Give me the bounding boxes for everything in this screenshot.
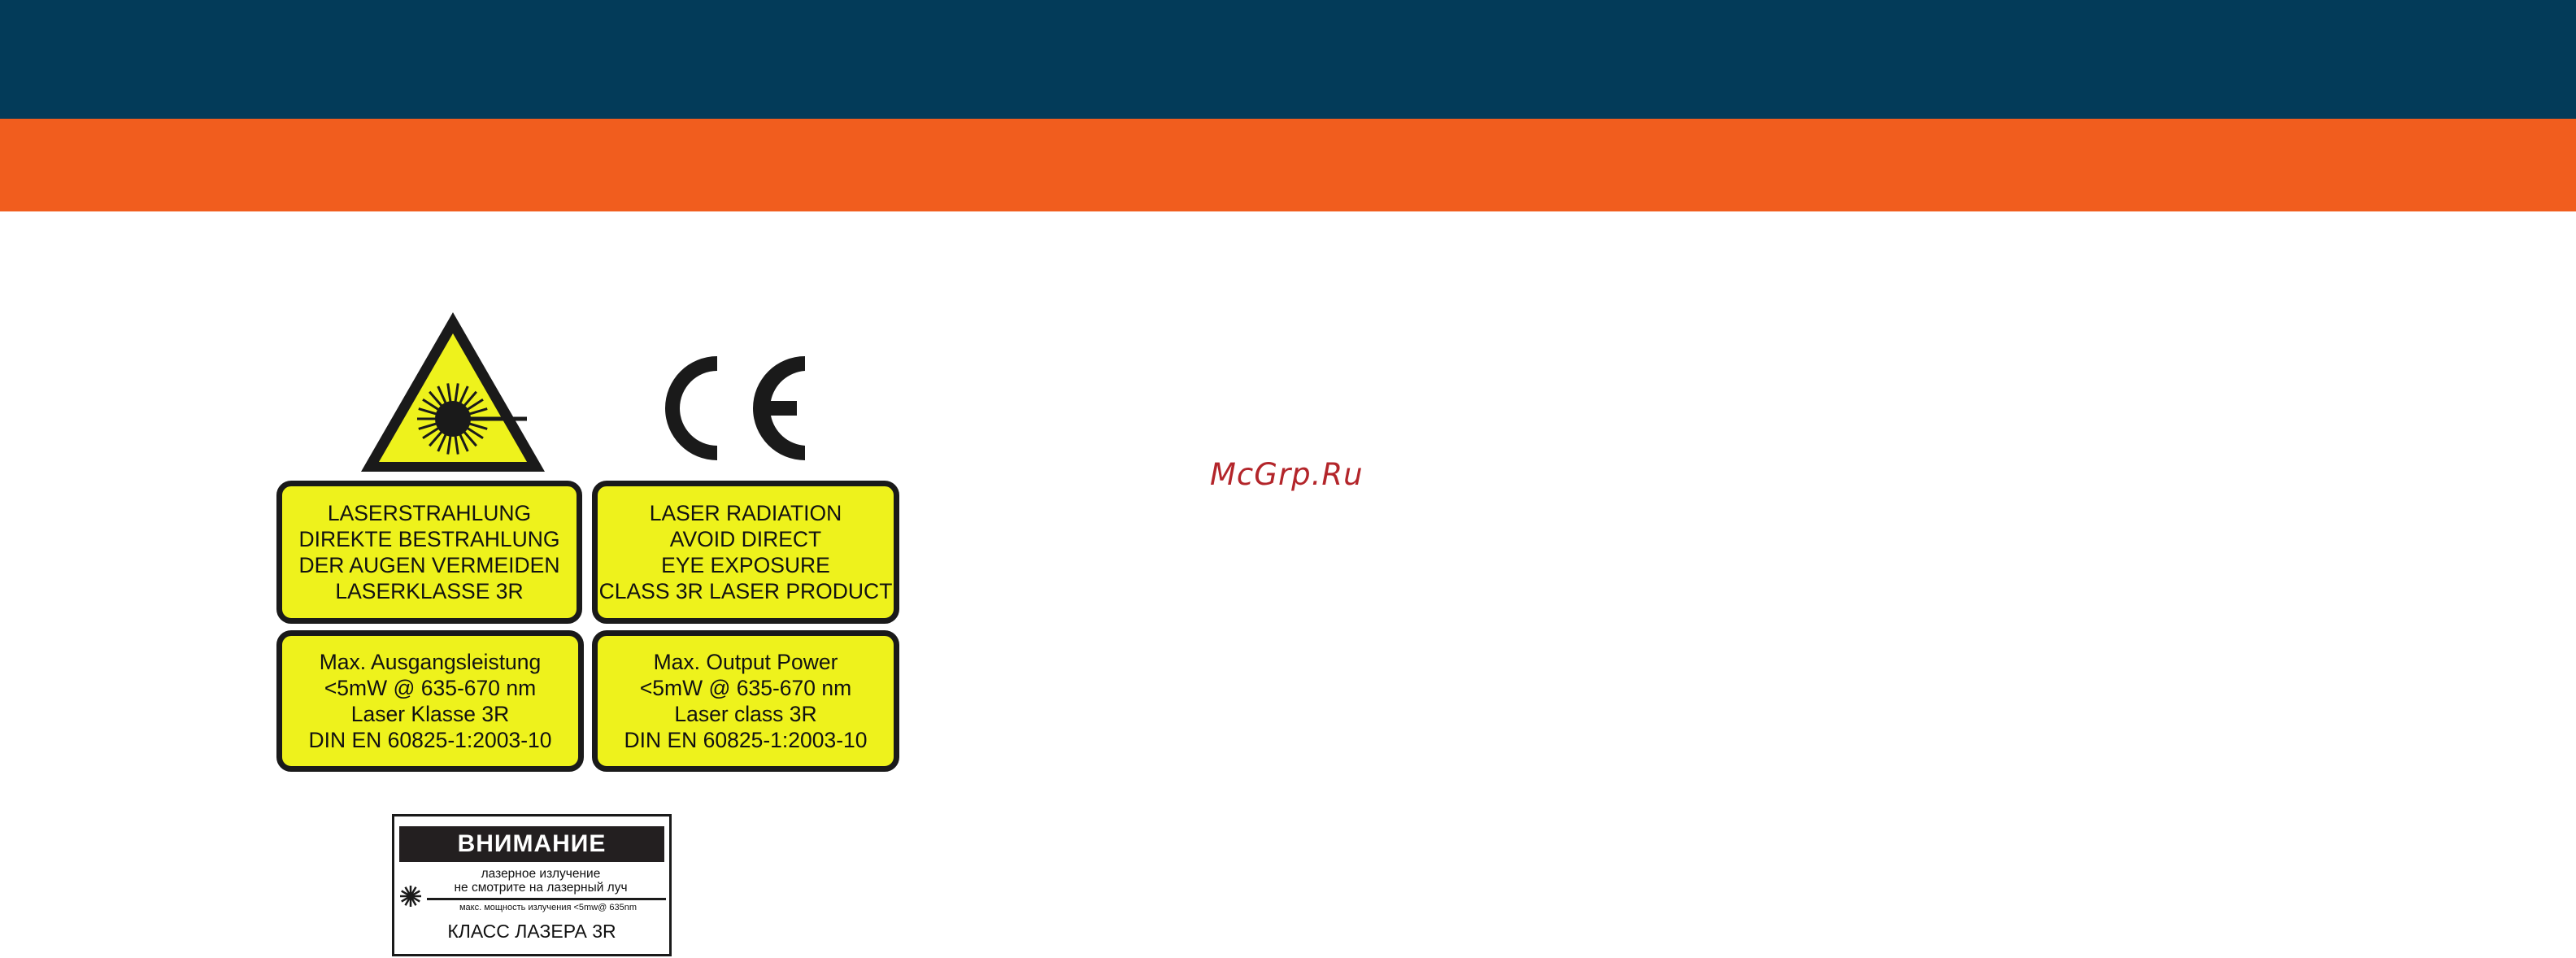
ru-label-divider: [427, 898, 666, 900]
sign-de-power: Max. Ausgangsleistung <5mW @ 635-670 nm …: [276, 630, 584, 772]
sign-line: Laser class 3R: [674, 702, 817, 726]
sign-line: LASER RADIATION: [649, 501, 842, 525]
laser-warning-triangle-icon: [361, 312, 545, 472]
sign-de-radiation: LASERSTRAHLUNG DIREKTE BESTRAHLUNG DER A…: [276, 481, 582, 624]
ce-mark-icon: [665, 356, 805, 460]
ru-label-line: не смотрите на лазерный луч: [454, 881, 628, 895]
sign-line: EYE EXPOSURE: [661, 553, 830, 577]
ru-label-header: ВНИМАНИЕ: [399, 826, 664, 862]
sign-line: DER AUGEN VERMEIDEN: [298, 553, 560, 577]
sign-line: <5mW @ 635-670 nm: [639, 676, 852, 700]
watermark-text: McGrp.Ru: [1210, 457, 1364, 492]
sign-line: LASERSTRAHLUNG: [327, 501, 532, 525]
sign-line: Max. Ausgangsleistung: [319, 650, 542, 674]
sign-en-radiation: LASER RADIATION AVOID DIRECT EYE EXPOSUR…: [592, 481, 899, 624]
sign-line: Laser Klasse 3R: [350, 702, 510, 726]
sign-line: LASERKLASSE 3R: [335, 579, 524, 603]
sign-line: Max. Output Power: [653, 650, 838, 674]
header-band-orange: [0, 119, 2576, 211]
ru-caution-label: ВНИМАНИЕ лазерное излучение не смотрите …: [392, 814, 672, 956]
sign-line: DIN EN 60825-1:2003-10: [308, 728, 552, 752]
ru-label-class: КЛАСС ЛАЗЕРА 3R: [447, 921, 616, 942]
ru-label-power: макс. мощность излучения <5mw@ 635nm: [459, 903, 637, 912]
sign-line: AVOID DIRECT: [669, 527, 822, 551]
sign-line: DIREKTE BESTRAHLUNG: [298, 527, 560, 551]
sign-line: DIN EN 60825-1:2003-10: [624, 728, 868, 752]
sign-en-power: Max. Output Power <5mW @ 635-670 nm Lase…: [592, 630, 899, 772]
sign-line: <5mW @ 635-670 nm: [324, 676, 537, 700]
laser-starburst-icon: [400, 886, 421, 907]
ru-label-line: лазерное излучение: [481, 867, 601, 881]
header-band-navy: [0, 0, 2576, 119]
sign-line: CLASS 3R LASER PRODUCT: [598, 579, 893, 603]
